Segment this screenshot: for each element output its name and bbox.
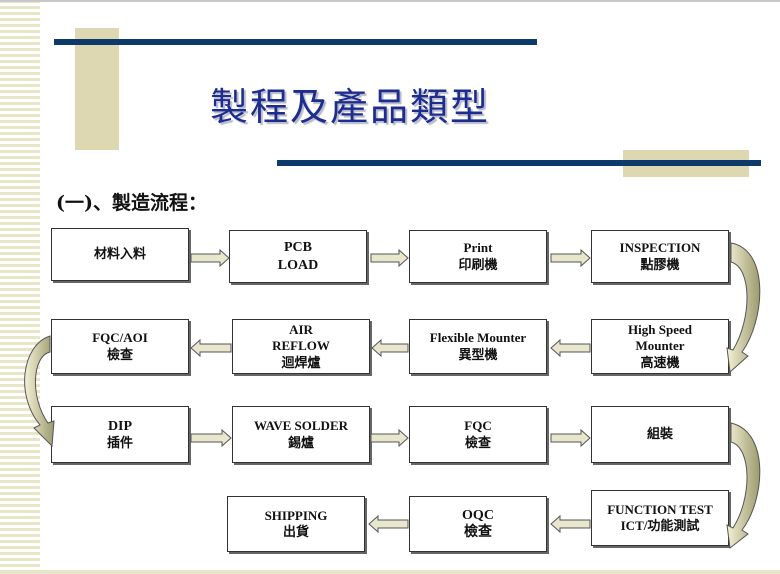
top-border [0, 0, 780, 2]
step-shipping: SHIPPING 出貨 [227, 496, 365, 552]
step-label: 高速機 [640, 354, 680, 370]
arrow-right [370, 248, 409, 268]
step-label: WAVE SOLDER [253, 418, 349, 434]
step-fqc-aoi: FQC/AOI 檢查 [51, 319, 189, 374]
step-label: Mounter [635, 338, 685, 354]
step-label: OQC [462, 507, 494, 523]
arrow-left [190, 338, 232, 358]
step-flexible-mounter: Flexible Mounter 異型機 [409, 319, 547, 374]
curved-arrow-left [24, 335, 55, 448]
step-dip: DIP 插件 [51, 406, 189, 463]
arrow-left [550, 514, 591, 534]
step-label: 印刷機 [458, 256, 498, 272]
step-label: 檢查 [106, 346, 133, 362]
step-label: DIP [107, 418, 133, 434]
step-label: FUNCTION TEST [607, 501, 713, 517]
arrow-left [371, 338, 409, 358]
step-high-speed-mounter: High Speed Mounter 高速機 [591, 319, 729, 374]
decorative-stripes [0, 0, 40, 574]
arrow-left [368, 514, 409, 534]
step-wave-solder: WAVE SOLDER 錫爐 [232, 406, 370, 463]
step-label: Flexible Mounter [429, 330, 527, 346]
step-label: REFLOW [272, 338, 330, 354]
curved-arrow-right [726, 242, 761, 374]
step-fqc: FQC 檢查 [409, 406, 547, 463]
curved-arrow-right [726, 422, 761, 549]
step-label: 異型機 [458, 346, 498, 362]
step-label: 檢查 [464, 525, 492, 540]
arrow-right [370, 428, 409, 448]
arrow-left [550, 338, 591, 358]
step-label: Print [463, 240, 493, 256]
step-label: INSPECTION [619, 240, 701, 256]
step-label: PCB [284, 240, 312, 255]
step-label: 材料入料 [93, 246, 146, 262]
step-label: 點膠機 [640, 256, 680, 272]
step-label: 出貨 [282, 524, 309, 539]
step-label: 檢查 [464, 434, 491, 450]
decor-block-left [75, 28, 119, 150]
step-label: SHIPPING [264, 507, 328, 523]
step-label: LOAD [277, 257, 319, 273]
step-inspection: INSPECTION 點膠機 [591, 230, 729, 283]
step-assembly: 組裝 [591, 406, 729, 463]
step-material-input: 材料入料 [51, 228, 189, 281]
arrow-right [190, 248, 230, 268]
step-label: 插件 [106, 435, 133, 451]
arrow-right [550, 248, 591, 268]
step-label: FQC [464, 418, 492, 434]
step-print: Print 印刷機 [409, 230, 547, 283]
bottom-border [0, 570, 780, 574]
step-function-test: FUNCTION TEST ICT/功能測試 [591, 490, 729, 546]
decor-bar-top [54, 39, 537, 45]
step-label: High Speed [628, 322, 692, 338]
step-label: FQC/AOI [92, 330, 148, 346]
step-label: 錫爐 [287, 434, 314, 450]
slide-title: 製程及產品類型 [209, 85, 490, 129]
arrow-right [190, 428, 232, 448]
step-label: ICT/功能測試 [620, 518, 700, 533]
decor-bar-bottom [277, 160, 761, 166]
step-label: AIR [289, 322, 313, 338]
step-air-reflow: AIR REFLOW 迴焊爐 [232, 319, 370, 374]
step-label: 迴焊爐 [281, 354, 321, 370]
step-oqc: OQC 檢查 [409, 496, 547, 552]
section-heading: (一)、製造流程： [56, 192, 207, 214]
arrow-right [550, 428, 591, 448]
step-label: 組裝 [646, 426, 673, 442]
step-pcb-load: PCB LOAD [229, 230, 367, 283]
